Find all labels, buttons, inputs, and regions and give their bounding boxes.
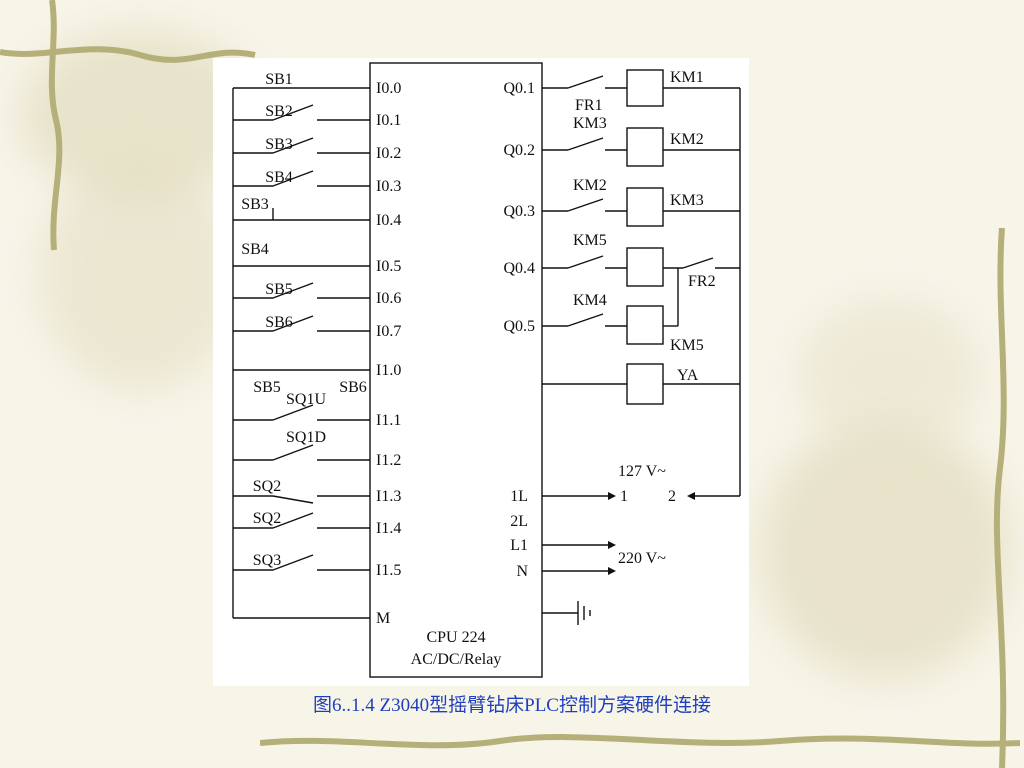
label-km5-contact: KM5 [573,232,607,249]
label-km3-contact: KM3 [573,115,607,132]
plc-wiring-schematic: SB1 SB2 SB3 SB4 SB3 SB4 SB5 SB6 SB5 SB6 … [232,62,741,678]
plc-input-m: M [376,610,390,627]
label-sb6-nc: SB6 [339,379,367,396]
label-sq3: SQ3 [253,552,281,569]
label-sq1d: SQ1D [286,429,326,446]
label-ya-coil: YA [677,367,699,384]
label-km3-coil: KM3 [670,192,704,209]
plc-input-i0-4: I0.4 [376,212,401,229]
plc-input-i0-7: I0.7 [376,323,401,340]
background-leaf-right-top [800,300,980,450]
label-sb3: SB3 [265,136,293,153]
label-sb6: SB6 [265,314,293,331]
label-sb4: SB4 [265,169,293,186]
plc-power-n: N [516,563,528,580]
plc-input-i0-0: I0.0 [376,80,401,97]
plc-input-i1-0: I1.0 [376,362,401,379]
label-sq2-nc: SQ2 [253,510,281,527]
background-leaf-left [40,160,240,390]
plc-input-i0-1: I0.1 [376,112,401,129]
label-sq2: SQ2 [253,478,281,495]
label-km5-coil: KM5 [670,337,704,354]
label-sb1: SB1 [265,71,293,88]
vine-decoration-top-left [0,0,256,251]
label-sb5: SB5 [265,281,293,298]
plc-input-i0-6: I0.6 [376,290,401,307]
plc-type: AC/DC/Relay [411,651,502,668]
label-220v: 220 V~ [618,550,666,567]
plc-output-q0-4: Q0.4 [503,260,535,277]
label-sq1u: SQ1U [286,391,326,408]
label-127v: 127 V~ [618,463,666,480]
plc-power-2l: 2L [510,513,528,530]
background-leaf-right [760,420,1010,680]
plc-input-i1-4: I1.4 [376,520,401,537]
label-sb4-nc: SB4 [241,241,269,258]
plc-output-q0-1: Q0.1 [503,80,535,97]
plc-input-i1-5: I1.5 [376,562,401,579]
plc-input-i1-2: I1.2 [376,452,401,469]
plc-output-q0-3: Q0.3 [503,203,535,220]
plc-input-i1-3: I1.3 [376,488,401,505]
figure-caption: 图6..1.4 Z3040型摇臂钻床PLC控制方案硬件连接 [313,695,711,716]
label-fr2: FR2 [688,273,716,290]
label-sb2: SB2 [265,103,293,120]
wiring-diagram: SB1 SB2 SB3 SB4 SB3 SB4 SB5 SB6 SB5 SB6 … [213,58,749,686]
plc-input-i0-2: I0.2 [376,145,401,162]
plc-model: CPU 224 [426,629,485,646]
plc-input-i1-1: I1.1 [376,412,401,429]
vine-decoration-bottom [260,734,1020,749]
vine-decoration-right [993,228,1007,768]
label-terminal-1: 1 [620,488,628,505]
plc-power-1l: 1L [510,488,528,505]
label-fr1: FR1 [575,97,603,114]
label-sb5-nc: SB5 [253,379,281,396]
label-km1-coil: KM1 [670,69,704,86]
label-km2-contact: KM2 [573,177,607,194]
label-km4-contact: KM4 [573,292,607,309]
label-km2-coil: KM2 [670,131,704,148]
plc-input-i0-3: I0.3 [376,178,401,195]
label-terminal-2: 2 [668,488,676,505]
plc-input-i0-5: I0.5 [376,258,401,275]
plc-output-q0-2: Q0.2 [503,142,535,159]
plc-power-l1: L1 [510,537,528,554]
label-sb3-nc: SB3 [241,196,269,213]
plc-output-q0-5: Q0.5 [503,318,535,335]
